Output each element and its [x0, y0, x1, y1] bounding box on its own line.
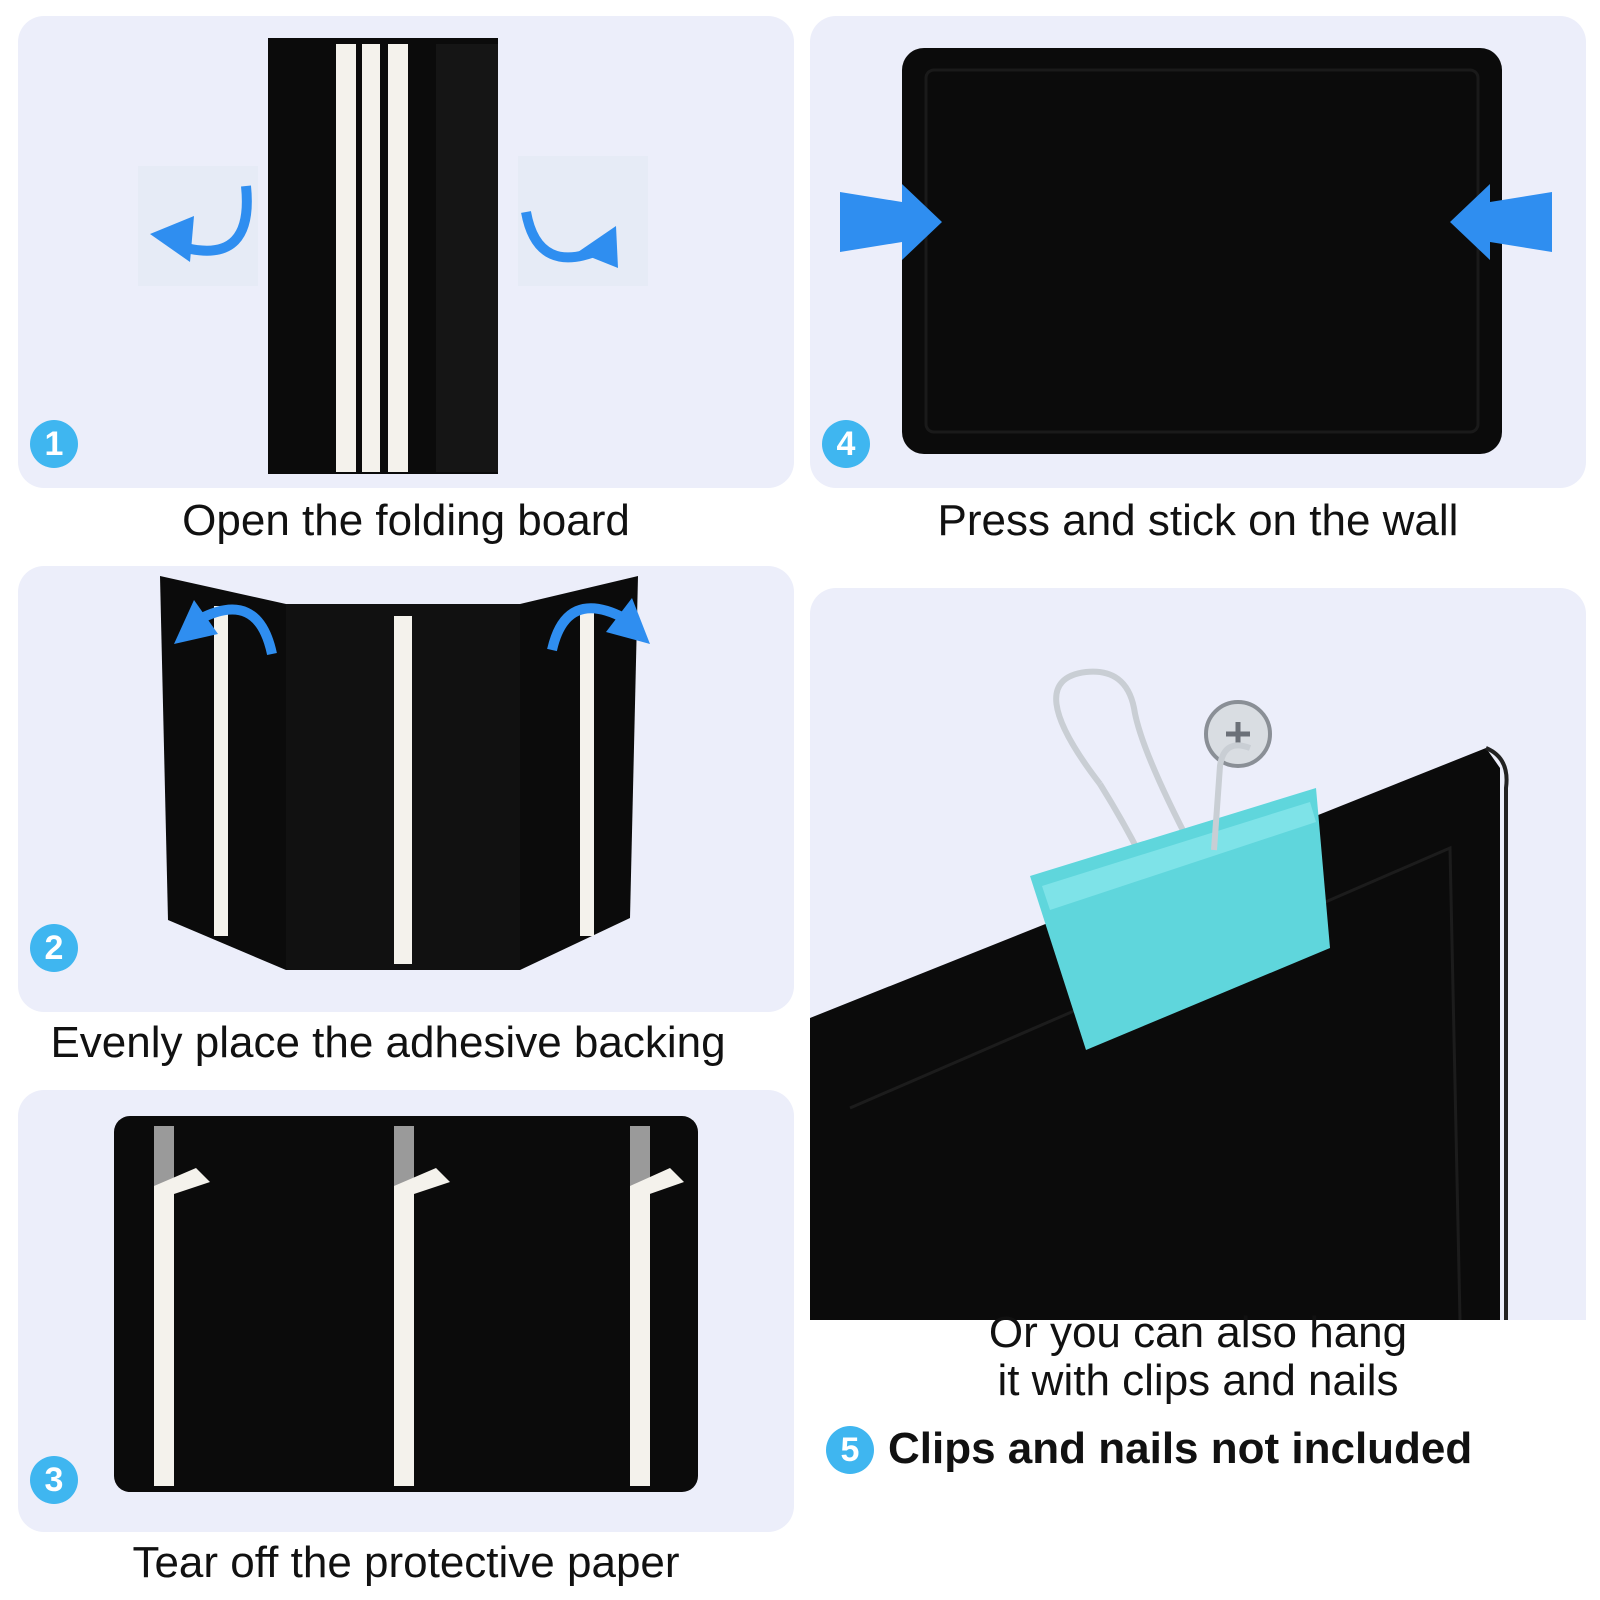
tape-strip [630, 1126, 650, 1486]
curved-arrow-icon [184, 185, 252, 256]
step-1-panel: 1 [18, 16, 794, 488]
step-4-panel: 4 [810, 16, 1586, 488]
curved-arrow-icon [150, 216, 194, 262]
tape-strip [388, 44, 408, 472]
curved-arrow-icon [578, 226, 618, 268]
step-5-panel [810, 588, 1586, 1320]
step-2-caption: Evenly place the adhesive backing [50, 1018, 726, 1067]
tape-strip [336, 44, 356, 472]
clips-not-included-note: Clips and nails not included [888, 1424, 1473, 1473]
curved-arrow-icon [606, 598, 650, 644]
step-number-badge: 5 [826, 1426, 874, 1474]
step-number-badge: 3 [30, 1456, 78, 1504]
folded-board-flap [436, 44, 498, 472]
step-5-caption-line-1: Or you can also hang [988, 1308, 1408, 1357]
step-5-caption-line-2: it with clips and nails [997, 1356, 1399, 1405]
tape-strip [154, 1126, 174, 1486]
step-number-badge: 4 [822, 420, 870, 468]
peeled-paper [154, 1168, 210, 1196]
push-arrow-icon [1450, 184, 1552, 260]
tape-strip [394, 616, 412, 964]
board [810, 748, 1500, 1320]
folding-board-closed-illustration [138, 38, 648, 474]
peeled-paper [630, 1168, 684, 1196]
folding-board-open-illustration [160, 576, 650, 970]
board-with-tape-illustration [114, 1116, 698, 1492]
tape-strip [394, 1126, 414, 1486]
binder-clip-icon [1030, 788, 1330, 1050]
clip-and-nail-illustration [810, 668, 1509, 1320]
step-number-badge: 1 [30, 420, 78, 468]
step-1-caption: Open the folding board [182, 496, 630, 545]
tape-strip [362, 44, 380, 472]
curved-arrow-icon [195, 604, 277, 656]
board [902, 48, 1502, 454]
curved-arrow-icon [547, 603, 627, 652]
tape-strip [214, 606, 228, 936]
right-panel [520, 576, 638, 970]
step-4-caption: Press and stick on the wall [937, 496, 1459, 545]
step-3-panel: 3 [18, 1090, 794, 1532]
peeled-paper [394, 1168, 450, 1196]
tape-strip [580, 606, 594, 936]
step-3-caption: Tear off the protective paper [132, 1538, 680, 1587]
step-number-badge: 2 [30, 924, 78, 972]
push-arrow-icon [840, 184, 942, 260]
board-on-wall-illustration [840, 48, 1552, 454]
step-2-panel: 2 [18, 566, 794, 1012]
binder-clip-handle [1053, 668, 1223, 920]
curved-arrow-icon [174, 600, 218, 644]
